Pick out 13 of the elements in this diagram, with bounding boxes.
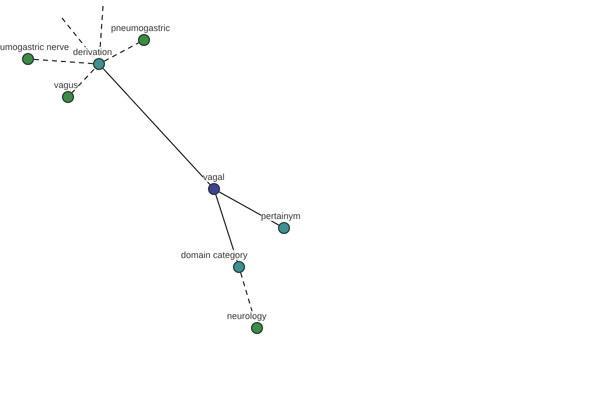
connector-line	[33, 58, 94, 64]
connector-line	[104, 42, 140, 62]
node-label: neurology	[227, 311, 267, 321]
connector-line	[72, 68, 96, 94]
node-label: pneumogastric	[111, 23, 170, 33]
node-label: umogastric nerve	[0, 42, 70, 52]
connector-line	[215, 194, 238, 262]
node-label: derivation	[73, 47, 112, 57]
connector-line	[102, 68, 210, 186]
node-label: pertainym	[261, 211, 301, 221]
node-label: vagal	[203, 172, 225, 182]
node-label: domain category	[181, 250, 248, 260]
node-label: vagus	[54, 80, 78, 90]
